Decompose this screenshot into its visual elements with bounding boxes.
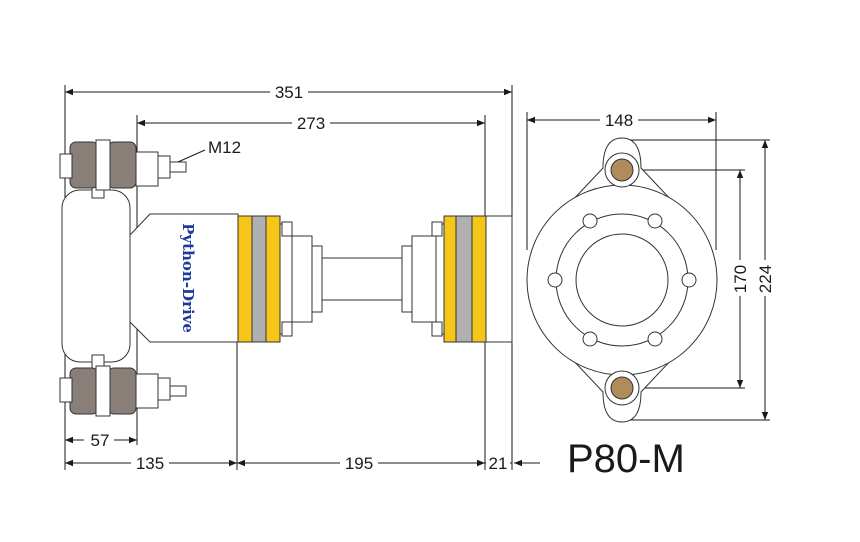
drive-shaft — [311, 245, 413, 313]
model-title: P80-M — [567, 437, 685, 481]
dim-length-273: 273 — [297, 114, 325, 133]
top-rubber-bushing — [59, 139, 187, 191]
dim-overall-length: 351 — [275, 83, 303, 102]
main-housing: Python-Drive — [129, 213, 239, 343]
dim-seg-135: 135 — [136, 454, 164, 473]
dim-flange-width: 148 — [605, 111, 633, 130]
bottom-rubber-bushing — [59, 365, 187, 417]
bolt-label: M12 — [208, 138, 241, 157]
mounting-bracket — [61, 167, 131, 386]
front-view: 148 170 224 — [526, 110, 775, 423]
dim-seg-195: 195 — [345, 454, 373, 473]
left-coupling — [237, 215, 313, 343]
brand-label: Python-Drive — [179, 223, 197, 333]
dim-base-57: 57 — [91, 431, 110, 450]
bottom-bolt-head — [604, 370, 640, 406]
dim-bolt-spacing: 170 — [731, 265, 750, 293]
right-coupling — [411, 215, 513, 343]
dim-seg-21: 21 — [489, 454, 508, 473]
dim-flange-height: 224 — [756, 265, 775, 293]
side-view: Python-Drive — [59, 82, 540, 473]
top-bolt-head — [604, 152, 640, 188]
